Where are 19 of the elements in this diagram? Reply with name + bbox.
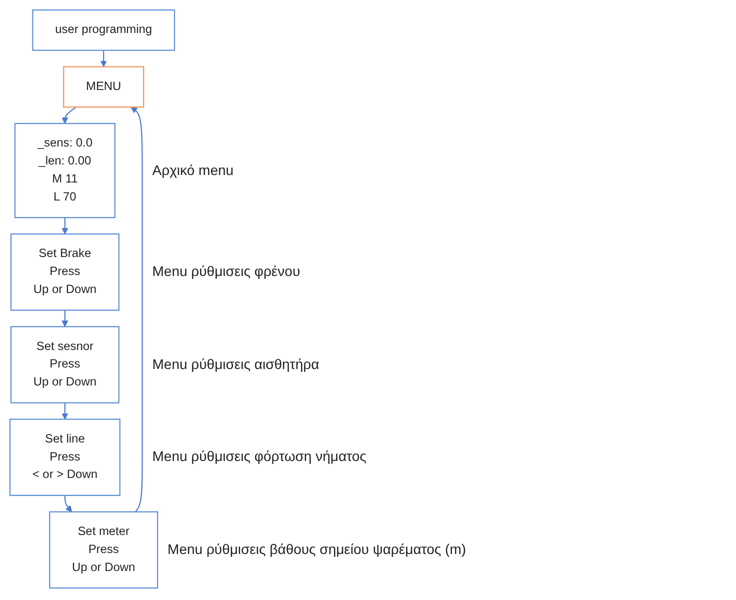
node-caption: Menu ρύθμισεις φόρτωση νήματος [152,448,366,464]
arrow [64,495,72,512]
arrow [62,218,68,234]
node-caption: Menu ρύθμισεις αισθητήρα [152,356,320,372]
arrow [100,50,107,68]
arrow [62,310,68,327]
node-caption: Αρχικό menu [152,162,234,178]
node-box: Set sesnor Press Up or Down [10,326,120,404]
node-caption: Menu ρύθμισεις φρένου [152,263,300,280]
node-box: _sens: 0.0 _len: 0.00 M 11 L 70 [14,122,116,218]
node-box: Set line Press < or > Down [9,418,120,496]
node-caption: Menu ρύθμισεις βάθους σημείου ψαρέματος (m) [168,540,466,557]
arrow [130,106,143,512]
arrow [62,402,68,420]
node-box: user programming [32,9,176,51]
arrow [62,106,76,124]
node-box: MENU [63,66,144,108]
node-box: Set Brake Press Up or Down [10,233,120,311]
node-box: Set meter Press Up or Down [49,511,158,589]
